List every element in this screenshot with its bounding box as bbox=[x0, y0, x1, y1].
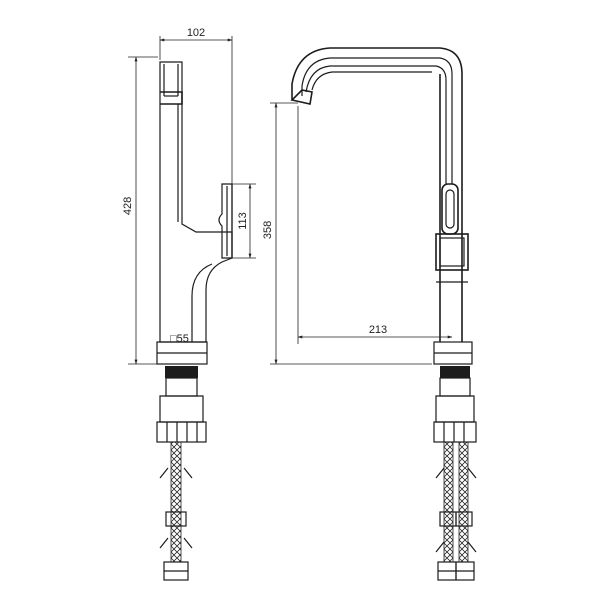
dim-height-total: 428 bbox=[122, 197, 134, 215]
front-handle bbox=[441, 183, 459, 235]
front-view-dimensions: 358 213 bbox=[262, 102, 453, 365]
side-aerator bbox=[160, 91, 183, 105]
side-body-outline bbox=[159, 61, 233, 343]
front-hose-left bbox=[443, 441, 454, 563]
side-nut bbox=[156, 421, 207, 443]
front-hose-right bbox=[458, 441, 469, 563]
dim-base-square: □55 bbox=[170, 333, 189, 345]
front-nut bbox=[433, 421, 477, 443]
front-body-block bbox=[435, 233, 469, 271]
front-spout-tip bbox=[290, 89, 313, 105]
front-spout-outer bbox=[291, 47, 463, 342]
side-hose bbox=[170, 441, 182, 563]
dim-handle-height: 113 bbox=[237, 212, 249, 230]
dim-width-top: 102 bbox=[187, 27, 205, 39]
dim-spout-reach: 213 bbox=[369, 324, 387, 336]
side-view-dimensions: 102 428 113 □55 bbox=[122, 27, 256, 365]
dim-spout-height: 358 bbox=[262, 221, 274, 239]
front-view bbox=[290, 47, 477, 581]
side-handle bbox=[218, 183, 233, 259]
side-view bbox=[156, 61, 233, 581]
